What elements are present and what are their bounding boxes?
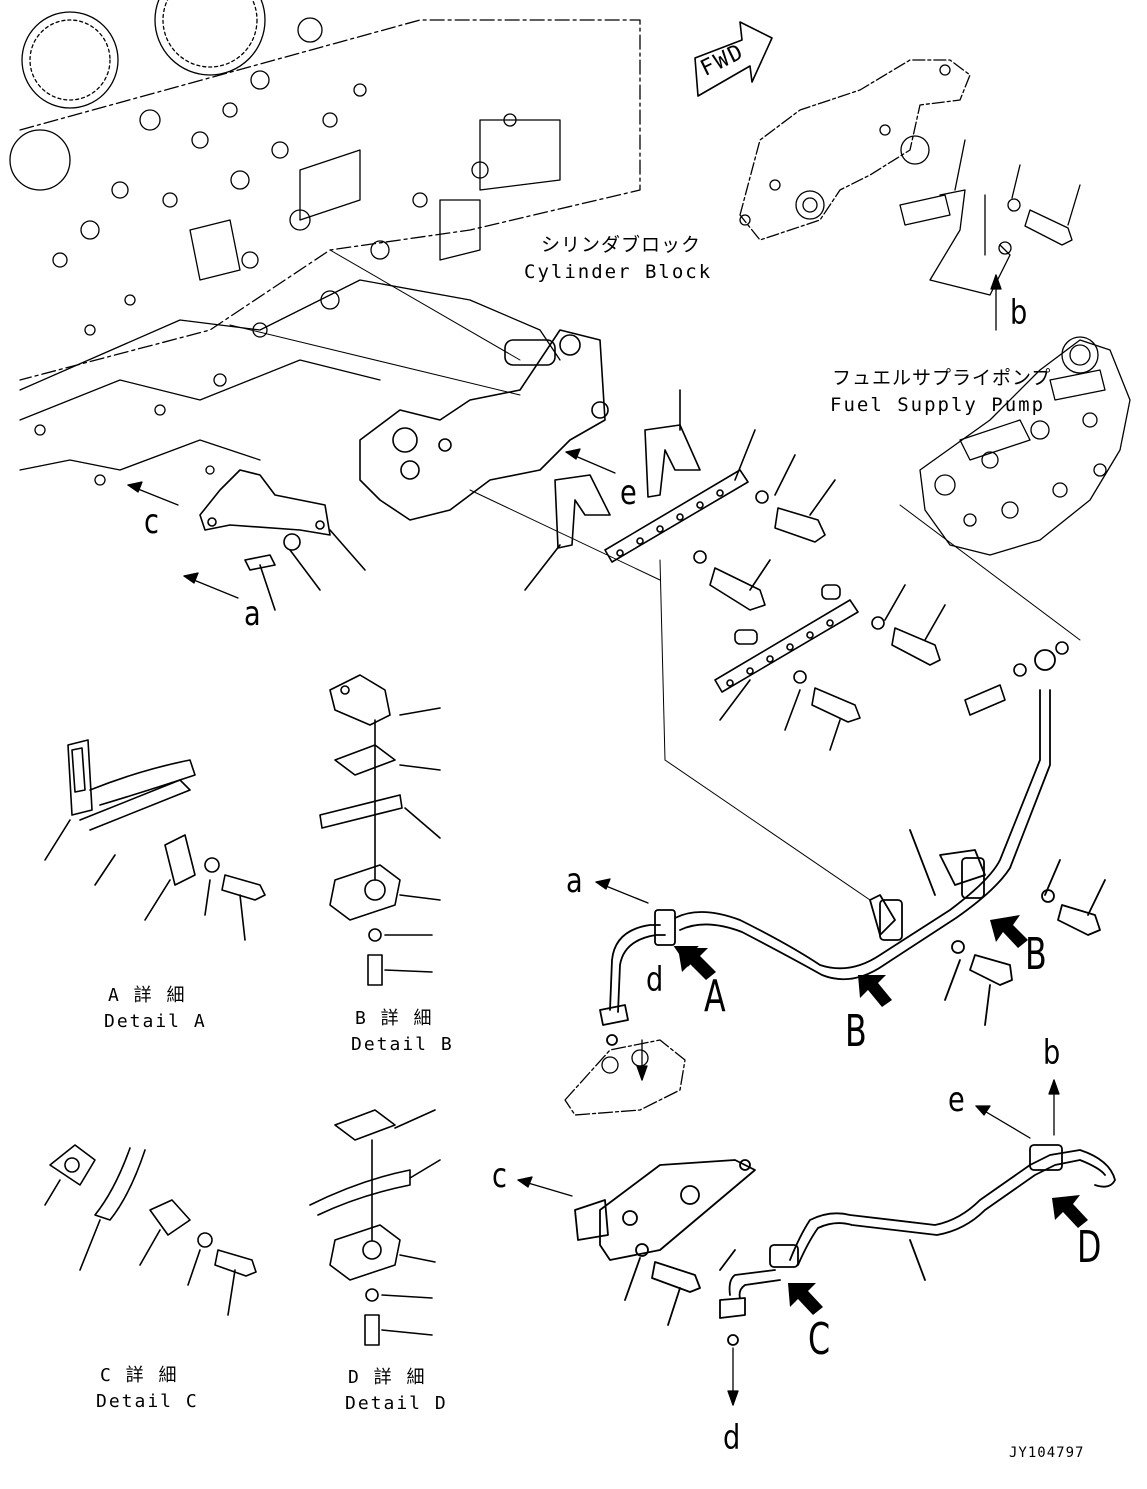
detail-b-drawing xyxy=(319,674,441,986)
view-d-label: D xyxy=(1077,1222,1102,1273)
detail-d-label-en: Detail D xyxy=(345,1393,448,1414)
cylinder-block-label-en: Cylinder Block xyxy=(524,261,713,283)
bracket-e-drawing xyxy=(524,389,859,721)
cylinder-block-label-jp: シリンダブロック xyxy=(541,234,702,256)
fuel-manifold-block xyxy=(359,329,609,521)
fuel-filter-head-drawing xyxy=(564,1039,686,1116)
ref-d-lower: d xyxy=(723,1418,741,1458)
ref-a-upper: a xyxy=(244,594,261,634)
fuel-pump-label-jp: フュエルサプライポンプ xyxy=(832,367,1052,389)
detail-a-label-en: Detail A xyxy=(104,1011,207,1032)
cylinder-block-drawing xyxy=(9,0,641,486)
view-a-label: A xyxy=(704,971,726,1022)
ref-b-lower: b xyxy=(1043,1033,1061,1073)
ref-d-mid: d xyxy=(646,960,664,1000)
detail-c-drawing xyxy=(44,1144,257,1316)
detail-b-label-jp: B 詳 細 xyxy=(355,1008,434,1029)
detail-b-label-en: Detail B xyxy=(351,1034,454,1055)
reference-lines xyxy=(229,249,1081,901)
detail-c-label-jp: C 詳 細 xyxy=(100,1365,179,1386)
drawing-code: JY104797 xyxy=(1009,1445,1085,1461)
bracket-a-drawing xyxy=(199,469,366,611)
detail-d-drawing xyxy=(309,1109,441,1346)
view-arrows xyxy=(673,915,1088,1315)
ref-b-upper: b xyxy=(1010,293,1028,333)
bolts-and-washers xyxy=(693,454,1069,751)
view-b-center-label: B xyxy=(845,1006,867,1057)
fuel-tube-lower xyxy=(574,1144,1116,1346)
view-b-right-label: B xyxy=(1025,929,1047,980)
ref-e-lower: e xyxy=(948,1080,965,1120)
fuel-supply-pump-drawing xyxy=(919,336,1131,556)
ref-c-upper: c xyxy=(144,502,159,542)
detail-d-label-jp: D 詳 細 xyxy=(348,1367,427,1388)
thin-arrows xyxy=(127,274,1060,1406)
fwd-arrow-outline xyxy=(694,21,773,97)
detail-c-label-en: Detail C xyxy=(96,1391,199,1412)
view-c-label: C xyxy=(808,1314,831,1365)
ref-a-mid: a xyxy=(566,861,583,901)
ref-e-upper: e xyxy=(620,473,637,513)
fuel-tube-upper xyxy=(599,649,1106,1046)
ref-c-lower: c xyxy=(492,1156,507,1196)
fuel-pump-label-en: Fuel Supply Pump xyxy=(830,394,1046,416)
detail-a-label-jp: A 詳 細 xyxy=(108,985,187,1006)
detail-a-drawing xyxy=(44,739,266,941)
pump-mount-drawing xyxy=(739,59,1081,296)
